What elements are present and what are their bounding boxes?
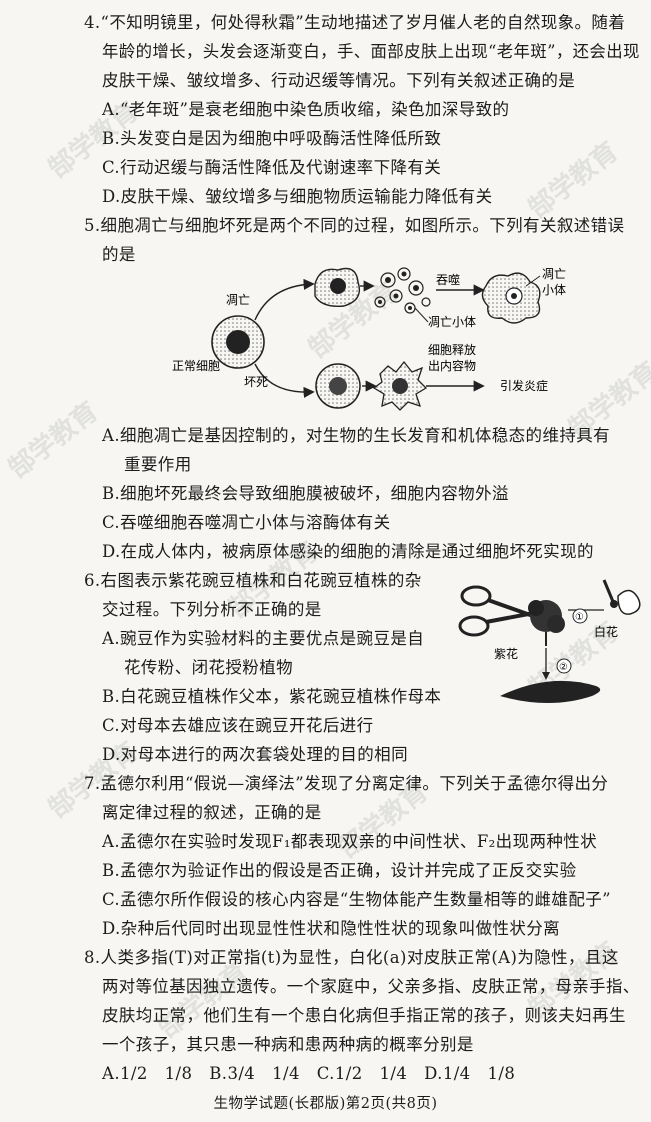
q6-option-c: C.对母本去雄应该在豌豆开花后进行: [102, 716, 374, 735]
label-apoptotic-body-right-1: 凋亡: [542, 267, 566, 281]
q5-option-a-cont: 重要作用: [124, 455, 192, 474]
page-footer: 生物学试题(长郡版)第2页(共8页): [213, 1096, 438, 1112]
q8-stem-line: 两对等位基因独立遗传。一个家庭中，父亲多指、皮肤正常，母亲手指、: [102, 977, 640, 996]
label-apoptotic-body-right-2: 小体: [542, 283, 566, 297]
q4-option-c: C.行动迟缓与酶活性降低及代谢速率下降有关: [102, 158, 442, 177]
q4-stem-line: 4.“不知明镜里，何处得秋霜”生动地描述了岁月催人老的自然现象。随着: [84, 13, 626, 32]
q7-option-d: D.杂种后代同时出现显性性状和隐性性状的现象叫做性状分离: [102, 919, 561, 938]
watermark: 郜学教育: [523, 136, 624, 225]
apoptotic-bodies-icon: [374, 267, 431, 314]
q5-stem-line: 5.细胞凋亡与细胞坏死是两个不同的过程，如图所示。下列有关叙述错误: [84, 216, 625, 235]
q4-stem-line: 年龄的增长，头发会逐渐变白，手、面部皮肤上出现“老年斑”，还会出现: [102, 42, 640, 61]
shrinking-cell-icon: [314, 267, 361, 307]
purple-flower-icon: [528, 600, 565, 646]
q4-option-a: A.“老年斑”是衰老细胞中染色质收缩，染色加深导致的: [102, 100, 510, 119]
q7-option-a: A.孟德尔在实验时发现F₁都表现双亲的中间性状、F₂出现两种性状: [102, 832, 598, 851]
label-purple: 紫花: [494, 646, 518, 661]
q4-stem-line: 皮肤干燥、皱纹增多、行动迟缓等情况。下列有关叙述正确的是: [102, 71, 576, 90]
q5-stem-line: 的是: [102, 245, 136, 264]
label-apoptosis: 凋亡: [226, 293, 250, 307]
label-white: 白花: [594, 624, 618, 639]
white-flower-icon: [602, 579, 641, 615]
q5-option-c: C.吞噬细胞吞噬凋亡小体与溶酶体有关: [102, 513, 391, 532]
q7-stem-line: 7.孟德尔利用“假说—演绎法”发现了分离定律。下列关于孟德尔得出分: [84, 774, 609, 793]
q4-option-b: B.头发变白是因为细胞中呼吸酶活性降低所致: [102, 129, 442, 148]
label-necrosis: 坏死: [244, 375, 268, 389]
q5-option-d: D.在成人体内，被病原体感染的细胞的清除是通过细胞坏死实现的: [102, 542, 594, 561]
q7-stem-line: 离定律过程的叙述，正确的是: [102, 803, 322, 822]
label-step2: ②: [559, 662, 568, 673]
label-release-2: 出内容物: [428, 358, 476, 373]
q6-option-d: D.对母本进行的两次套袋处理的目的相同: [102, 745, 408, 764]
q6-option-a: A.豌豆作为实验材料的主要优点是豌豆是自: [102, 629, 425, 648]
q8-stem-line: 皮肤均正常，他们生有一个患白化病但手指正常的孩子，则该夫妇再生: [102, 1006, 626, 1025]
phagocyte-icon: [481, 272, 541, 324]
q8-stem-line: 8.人类多指(T)对正常指(t)为显性，白化(a)对皮肤正常(A)为隐性，且这: [84, 948, 619, 967]
q6-option-a-cont: 花传粉、闭花授粉植物: [124, 658, 293, 677]
watermark: 郜学教育: [3, 396, 104, 485]
label-engulf: 吞噬: [436, 272, 460, 287]
q5-option-a: A.细胞凋亡是基因控制的，对生物的生长发育和机体稳态的维持具有: [102, 426, 611, 445]
q7-option-c: C.孟德尔所作假设的核心内容是“生物体能产生数量相等的雌雄配子”: [102, 890, 611, 909]
ruptured-cell-icon: [372, 360, 428, 411]
q7-option-b: B.孟德尔为验证作出的假设是否正确，设计并完成了正反交实验: [102, 861, 577, 880]
label-apoptotic-body-bottom: 凋亡小体: [428, 315, 476, 329]
q6-pea-cross-figure: 紫花 ① 白花 ②: [458, 579, 641, 703]
swollen-cell-icon: [315, 363, 361, 409]
label-normal-cell: 正常细胞: [172, 359, 220, 373]
q5-apoptosis-figure: 正常细胞 凋亡 坏死 凋亡小体 吞噬: [172, 267, 566, 411]
label-inflammation: 引发炎症: [500, 378, 548, 393]
label-release-1: 细胞释放: [428, 342, 476, 357]
q6-stem-line: 交过程。下列分析不正确的是: [102, 600, 322, 619]
q6-stem-line: 6.右图表示紫花豌豆植株和白花豌豆植株的杂: [84, 571, 422, 590]
normal-cell-icon: [211, 315, 265, 369]
q8-stem-line: 一个孩子，其只患一种病和患两种病的概率分别是: [102, 1035, 474, 1054]
q4-option-d: D.皮肤干燥、皱纹增多与细胞物质运输能力降低有关: [102, 187, 493, 206]
label-step1: ①: [575, 612, 584, 623]
q8-options: A.1/2 1/8 B.3/4 1/4 C.1/2 1/4 D.1/4 1/8: [102, 1064, 516, 1083]
pea-pod-icon: [500, 680, 601, 703]
q5-option-b: B.细胞坏死最终会导致细胞膜被破坏，细胞内容物外溢: [102, 484, 509, 503]
q6-option-b: B.白花豌豆植株作父本，紫花豌豆植株作母本: [102, 687, 442, 706]
